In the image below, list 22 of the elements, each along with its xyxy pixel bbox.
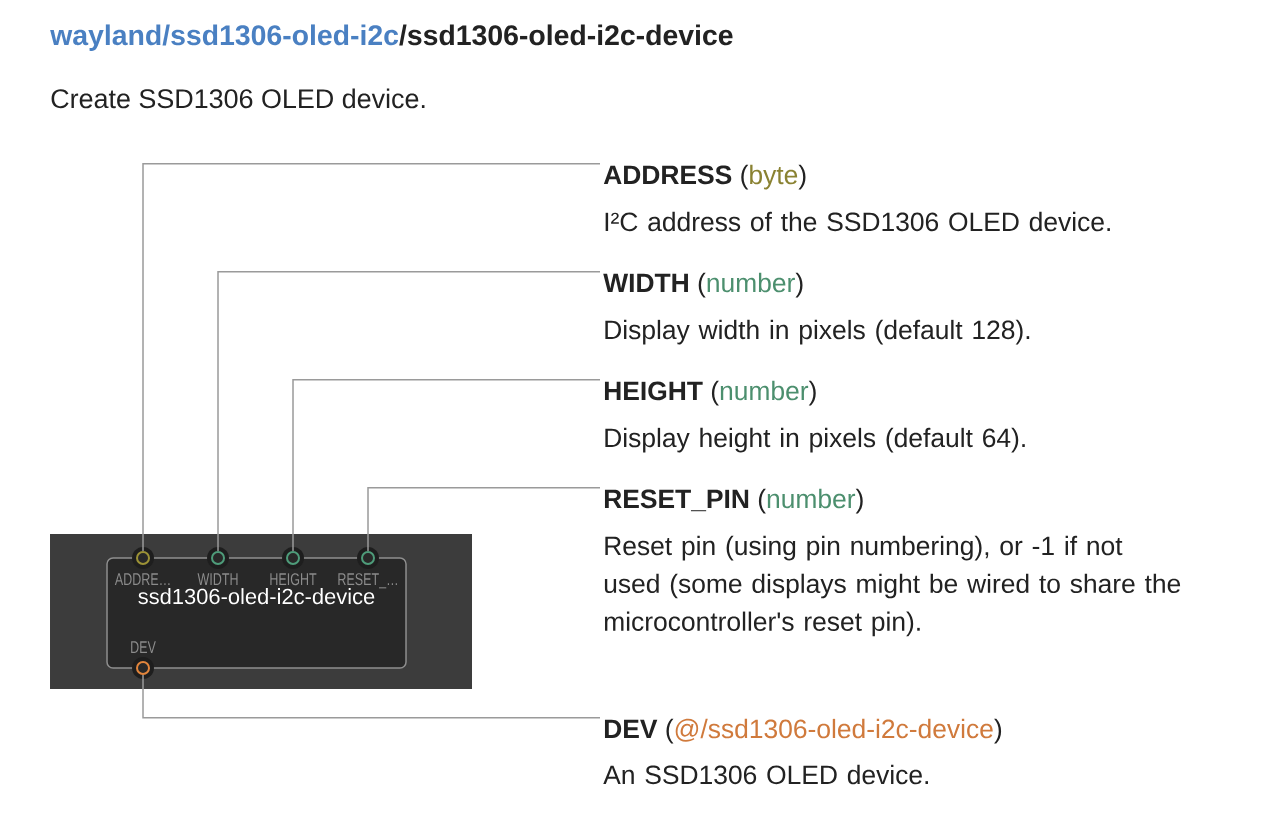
intro-text: Create SSD1306 OLED device. <box>51 88 425 109</box>
leader-line <box>142 162 601 552</box>
pin-label: WIDTH <box>197 573 238 585</box>
param-heading: ADDRESS (byte) <box>603 164 806 190</box>
page-title: wayland/ssd1306-oled-i2c/ssd1306-oled-i2c-device <box>50 24 733 51</box>
leader-line <box>367 486 601 552</box>
param-description: Reset pin (using pin numbering), or -1 if not used (some displays might be wired to share the microcontroller's reset pin). <box>604 535 1181 637</box>
leader-line <box>292 378 601 552</box>
param-heading: HEIGHT (number) <box>604 380 816 406</box>
param-description: An SSD1306 OLED device. <box>603 764 928 785</box>
pin-label: RESET_… <box>338 573 397 589</box>
pin-label: HEIGHT <box>270 573 317 586</box>
param-description: Display height in pixels (default 64). <box>605 427 1025 453</box>
leader-line <box>142 674 601 719</box>
param-description: Display width in pixels (default 128). <box>605 319 1030 345</box>
leader-line <box>217 270 601 552</box>
pin-label: DEV <box>131 641 156 653</box>
pin-label: ADDRE… <box>114 573 170 585</box>
param-heading: DEV (@/ssd1306-oled-i2c-device) <box>604 718 1002 744</box>
param-description: I²C address of the SSD1306 OLED device. <box>605 211 1110 232</box>
param-heading: WIDTH (number) <box>603 272 803 298</box>
param-heading: RESET_PIN (number) <box>604 488 863 514</box>
